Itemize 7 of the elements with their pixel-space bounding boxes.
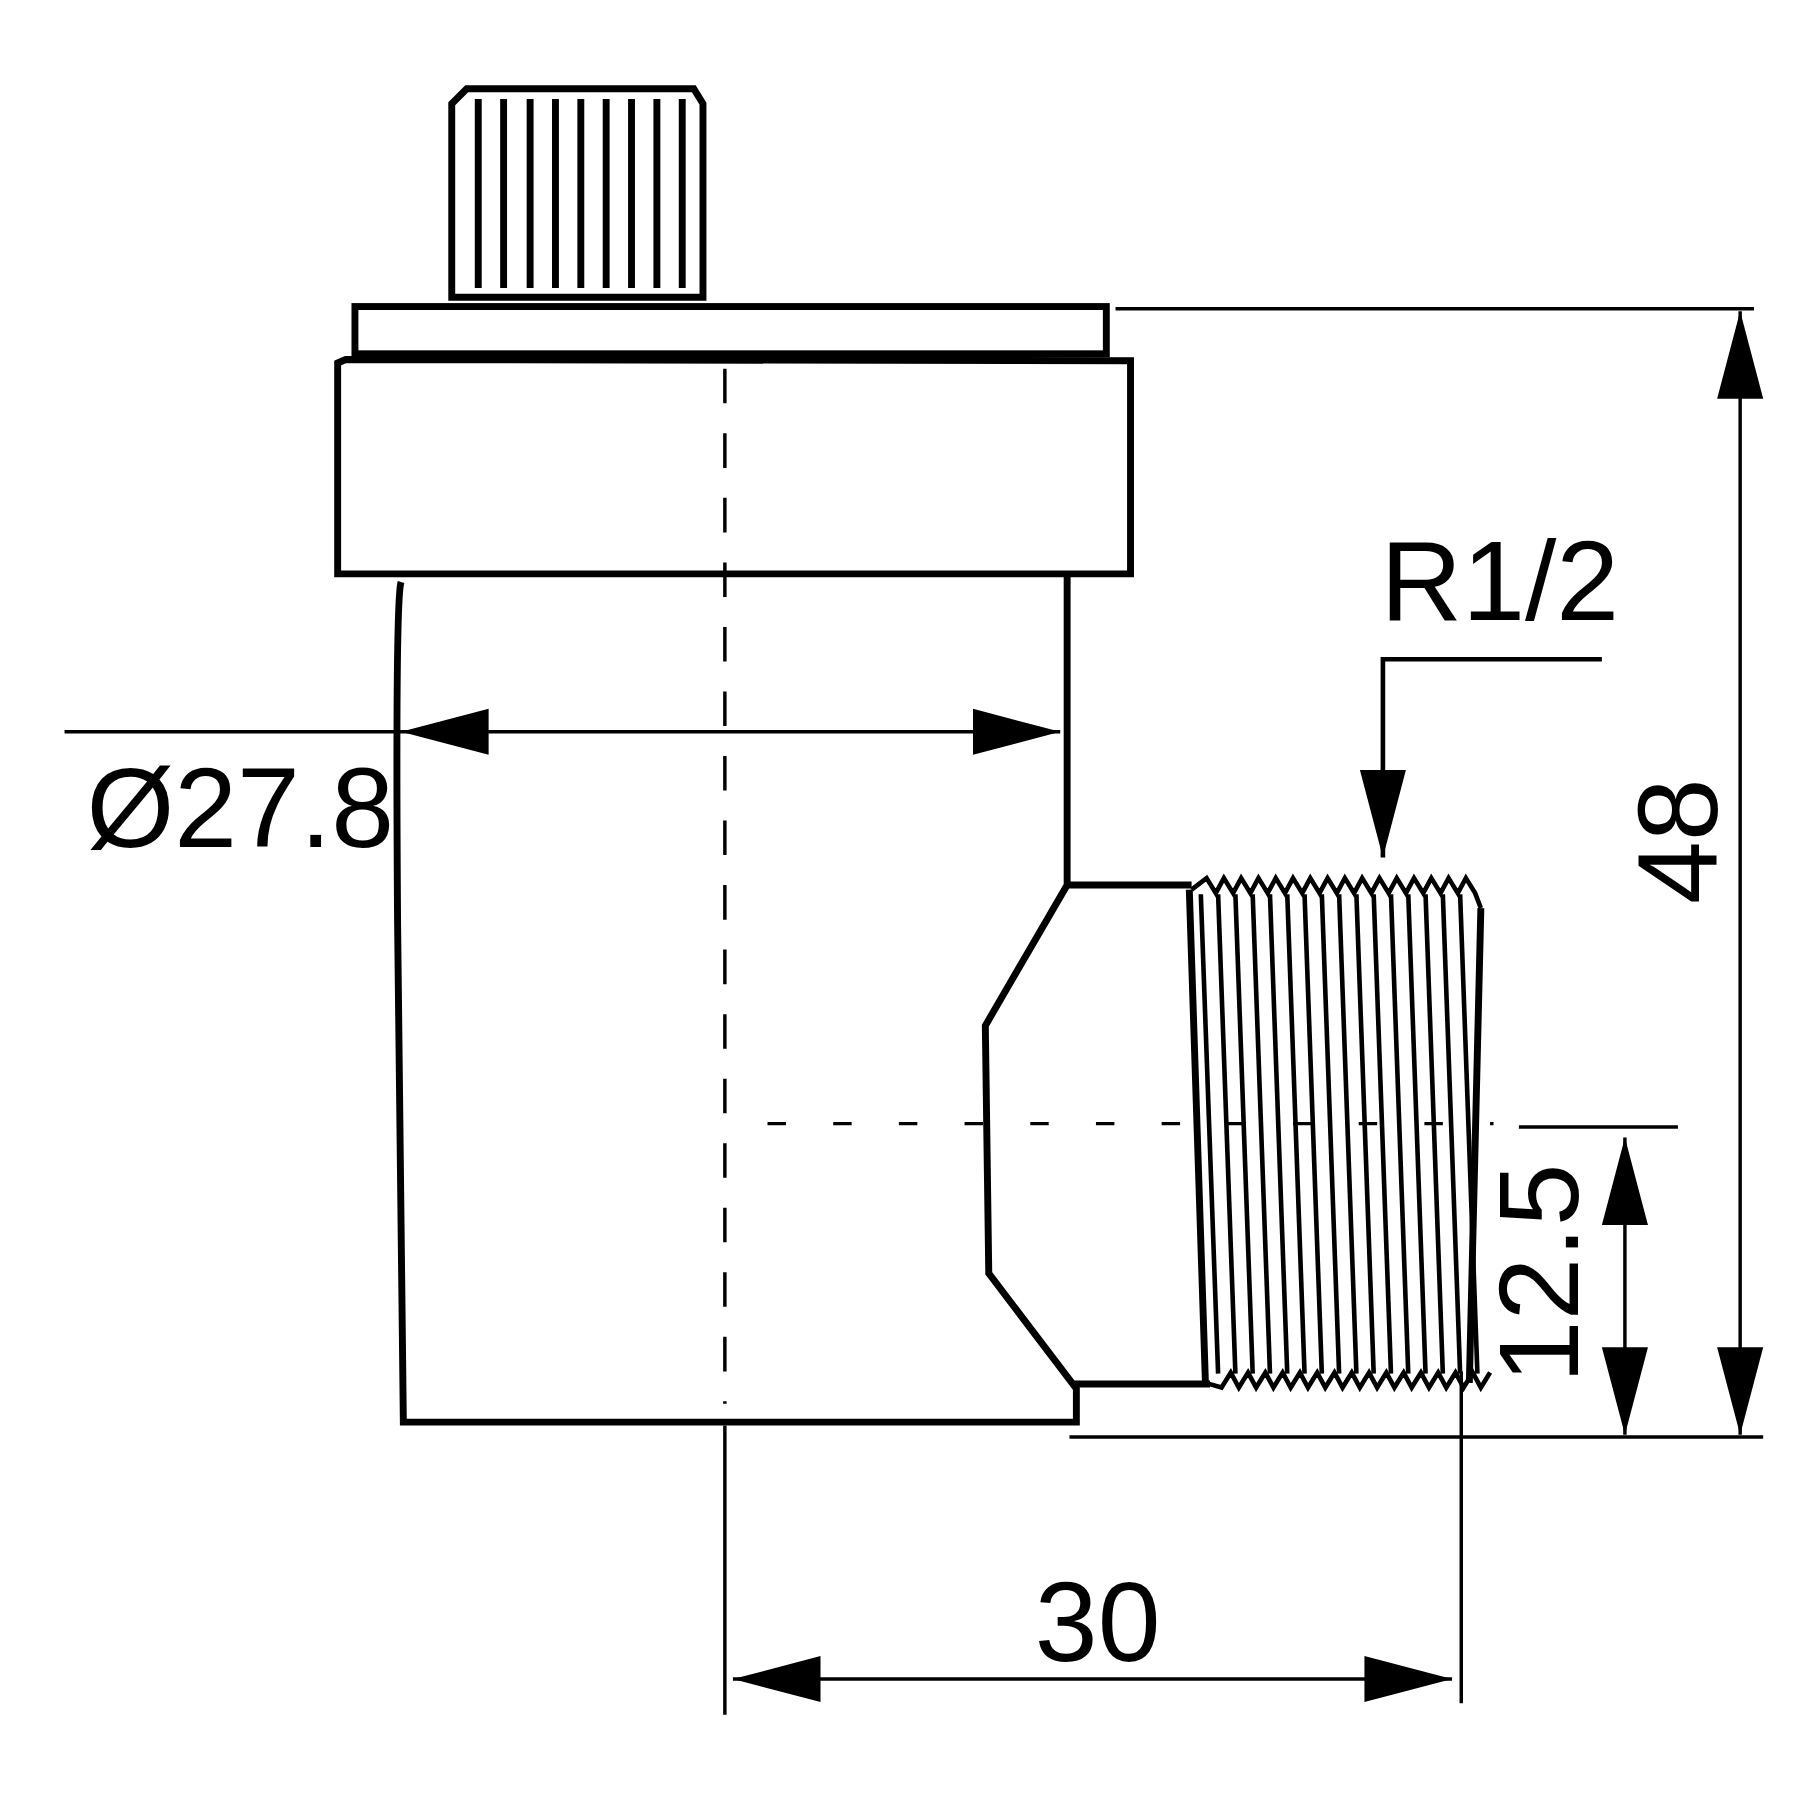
callout-label: R1/2 <box>1380 524 1620 660</box>
dimension-value: 48 <box>1620 778 1734 905</box>
dimension-value: Ø27.8 <box>86 751 395 865</box>
leader-line <box>1359 656 1602 858</box>
thread-drawing <box>1185 873 1493 1393</box>
dimension-value: 30 <box>1034 1565 1161 1678</box>
dimension-value: 12.5 <box>1481 1163 1595 1384</box>
